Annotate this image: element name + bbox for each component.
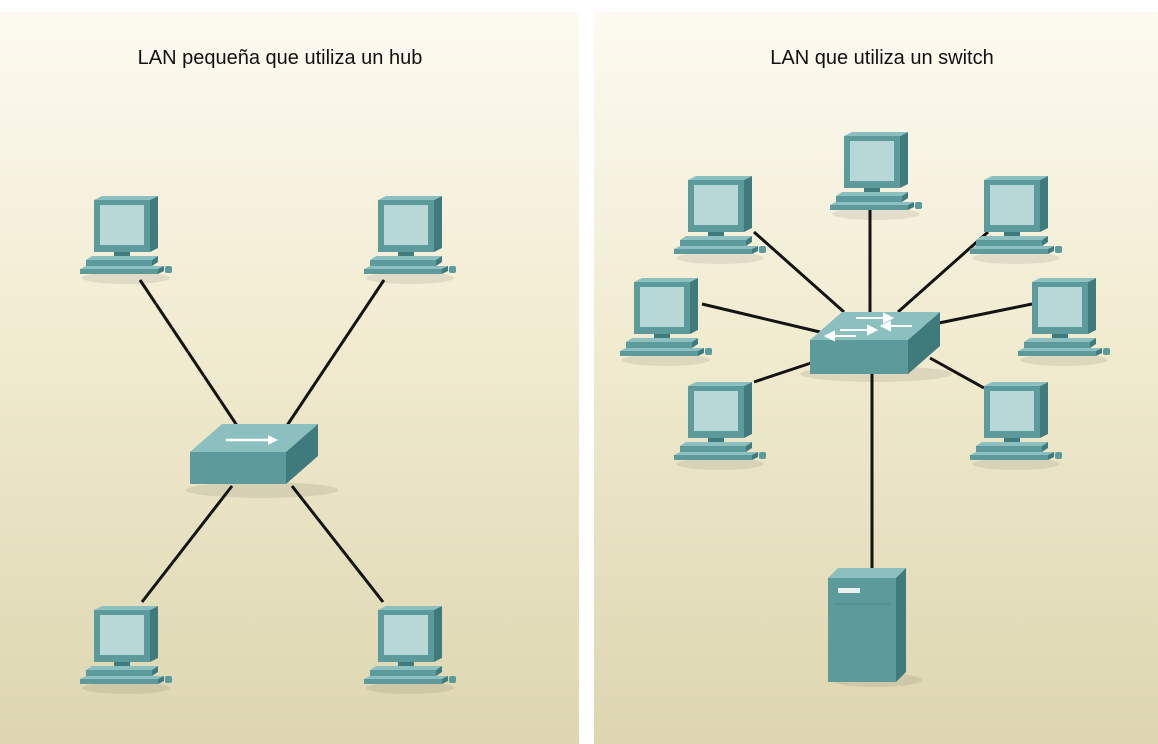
cables xyxy=(701,206,1033,570)
cable-bottom-left xyxy=(140,485,234,603)
switch-lan-panel: LAN que utiliza un switch xyxy=(594,12,1158,744)
cable-top-right xyxy=(897,230,989,314)
hub-lan-panel: LAN pequeña que utiliza un hub xyxy=(0,12,579,744)
cable-top-left xyxy=(138,279,250,443)
cable-mid-left xyxy=(701,302,821,334)
hub-lan-diagram: LAN pequeña que utiliza un hub xyxy=(0,12,579,744)
cable-bottom-right xyxy=(290,485,385,603)
cable-mid-right xyxy=(933,302,1033,326)
page-title: LAN pequeña que utiliza un hub xyxy=(138,47,423,69)
cable-top-left xyxy=(753,230,845,314)
cable-lower-left xyxy=(753,358,821,384)
hub-icon xyxy=(186,424,338,498)
cables xyxy=(138,279,386,603)
switch-icon xyxy=(800,312,952,382)
server-icon xyxy=(828,568,922,687)
switch-lan-diagram: LAN que utiliza un switch xyxy=(594,12,1158,744)
cable-lower-right xyxy=(929,356,985,390)
panel-background xyxy=(0,12,579,744)
cable-top-right xyxy=(274,279,386,443)
page-title: LAN que utiliza un switch xyxy=(770,47,993,69)
